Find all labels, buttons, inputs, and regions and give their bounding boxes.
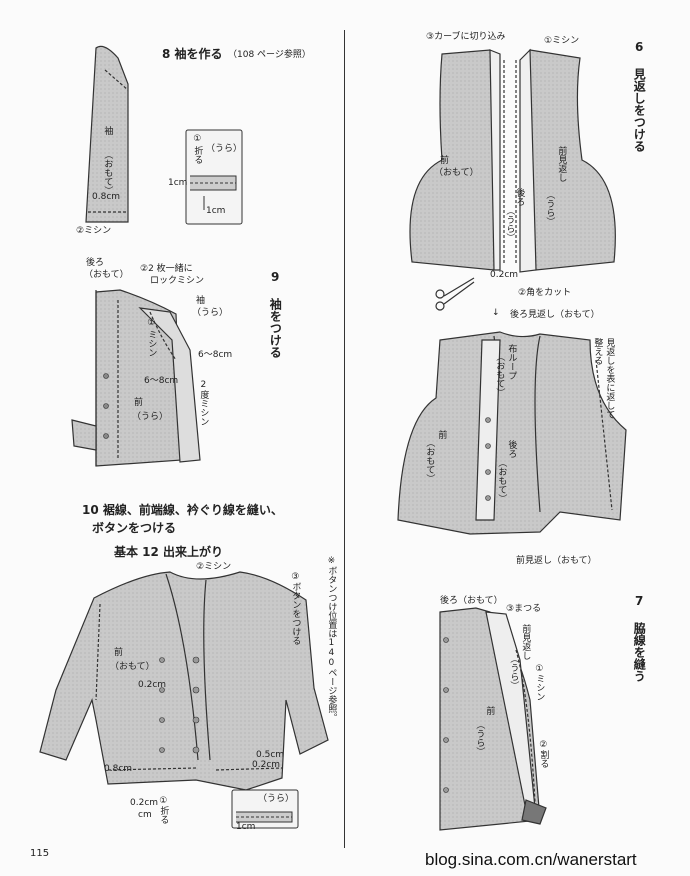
sew-num-9: ① — [146, 318, 157, 328]
front-side-10: （おもて） — [110, 662, 155, 672]
overlock-note-2: ロックミシン — [150, 276, 205, 286]
step8-title: 8 袖を作る — [162, 47, 223, 61]
back-facing-label: 後ろ見返し（おもて） — [510, 310, 600, 320]
sleeve-side-label: （おもて） — [102, 150, 113, 195]
sleeve-sew-label: ②ミシン — [76, 226, 112, 236]
ease-range-b: 6～8cm — [144, 376, 179, 386]
collar-sew-label: ②ミシン — [196, 562, 232, 572]
sew-label-9: ミシン — [146, 330, 157, 357]
turn-facing-label: 見返しを表に返して — [604, 338, 615, 419]
hem-width-10: 0.8cm — [104, 764, 133, 774]
page-number: 115 — [30, 848, 50, 859]
step6-title: 6 見返しをつける — [632, 40, 647, 152]
front-label-10: 前 — [114, 648, 124, 658]
double-stitch-label: 2度ミシン — [198, 380, 209, 426]
loop-label: 布ループ — [506, 344, 517, 380]
loop-side: （おもて） — [494, 352, 505, 397]
front-buttons-9 — [103, 373, 109, 439]
front-label-6b: 前 — [436, 430, 447, 439]
front-wrong-7: （うら） — [474, 720, 485, 756]
hem-inset — [231, 789, 299, 829]
back-label-6b: 後ろ — [506, 440, 517, 458]
attach-buttons-label: ③ボタンをつける — [290, 572, 301, 645]
inset-wrong-10: （うら） — [258, 794, 295, 804]
set-sleeve-figure — [71, 289, 201, 467]
jacket-buttons — [159, 656, 200, 754]
inset-1cm-a: 1cm — [168, 178, 188, 188]
front-wrong-9: （うら） — [132, 412, 169, 422]
front-side-6b: （おもて） — [424, 438, 435, 483]
hem-edge-10: 0.2cm — [130, 798, 159, 808]
facing-figure-1 — [409, 48, 616, 273]
front-facing-wrong: （うら） — [544, 190, 555, 226]
step8-ref: （108 ページ参照） — [228, 50, 311, 60]
sleeve-label: 袖 — [102, 126, 113, 135]
overlock-note-1: ②2 枚一緒に — [140, 264, 193, 274]
sew-label-7: ①ミシン — [534, 664, 545, 701]
back-label: 後ろ — [86, 258, 105, 268]
inset-wrong-side: （うら） — [206, 144, 243, 154]
inset-fold-num: ① — [192, 134, 203, 144]
finished-jacket-figure — [39, 571, 329, 791]
front-facing-label: 前見返し — [556, 146, 567, 182]
scissors-icon — [435, 277, 475, 311]
inset-1cm-b: 1cm — [206, 206, 226, 216]
front-buttons-7 — [443, 637, 449, 793]
back-label-6: 後ろ — [514, 188, 525, 206]
step10-title-1: 10 裾線、前端線、衿ぐり線を縫い、 — [82, 503, 283, 517]
front-facing-right-side: 前見返し（おもて） — [516, 556, 597, 566]
step10-title-2: ボタンをつける — [92, 521, 177, 535]
ease-range-a: 6～8cm — [198, 350, 233, 360]
watermark: blog.sina.com.cn/wanerstart — [425, 850, 637, 869]
front-facing-wrong-7: （うら） — [508, 654, 519, 690]
front-label-9: 前 — [134, 398, 144, 408]
front-facing-7: 前見返し — [520, 624, 531, 660]
inset-1cm-10: 1cm — [236, 822, 256, 832]
sew-label-6: ①ミシン — [544, 36, 580, 46]
sleeve-label-9: 袖 — [196, 296, 206, 306]
hem-width-b: 0.5cm — [256, 750, 285, 760]
side-seam-figure — [439, 607, 547, 831]
front-label-6: 前 — [440, 156, 450, 166]
down-arrow-icon: ↓ — [492, 308, 500, 318]
sleeve-hem-inset — [185, 129, 243, 225]
back-side-6b: （おもて） — [496, 458, 507, 503]
step10-subtitle: 基本 12 出来上がり — [114, 545, 224, 559]
front-edge-a: 0.2cm — [138, 680, 167, 690]
back-wrong-6: （うら） — [504, 206, 515, 242]
front-label-7: 前 — [484, 706, 495, 715]
fold-label-10: ①折る — [158, 796, 169, 824]
sleeve-figure — [85, 45, 129, 223]
arrange-label: 整える — [592, 338, 603, 365]
seam-allowance-6: 0.2cm — [490, 270, 519, 280]
slipstitch-label: ③まつる — [506, 604, 542, 614]
press-open-label: ②割る — [538, 740, 549, 768]
button-position-note: ※ボタンつけ位置は140ページ参照。 — [326, 556, 337, 722]
front-buttons-6 — [485, 417, 491, 501]
clip-curve-label: ③カーブに切り込み — [426, 32, 506, 42]
hem-unit-10: cm — [138, 810, 152, 820]
step9-title: 9 袖をつける — [268, 270, 283, 358]
column-divider — [344, 30, 345, 848]
sleeve-wrong-9: （うら） — [192, 308, 229, 318]
inset-fold-label: 折る — [192, 146, 203, 164]
back-side-label: （おもて） — [84, 270, 129, 280]
sleeve-hem-width: 0.8cm — [92, 192, 121, 202]
front-side-6: （おもて） — [434, 168, 479, 178]
step7-title: 7 脇線を縫う — [632, 594, 647, 682]
facing-figure-2 — [397, 331, 627, 535]
cut-corner-label: ②角をカット — [518, 288, 572, 298]
back-label-7: 後ろ（おもて） — [440, 596, 503, 606]
front-edge-b: 0.2cm — [252, 760, 281, 770]
